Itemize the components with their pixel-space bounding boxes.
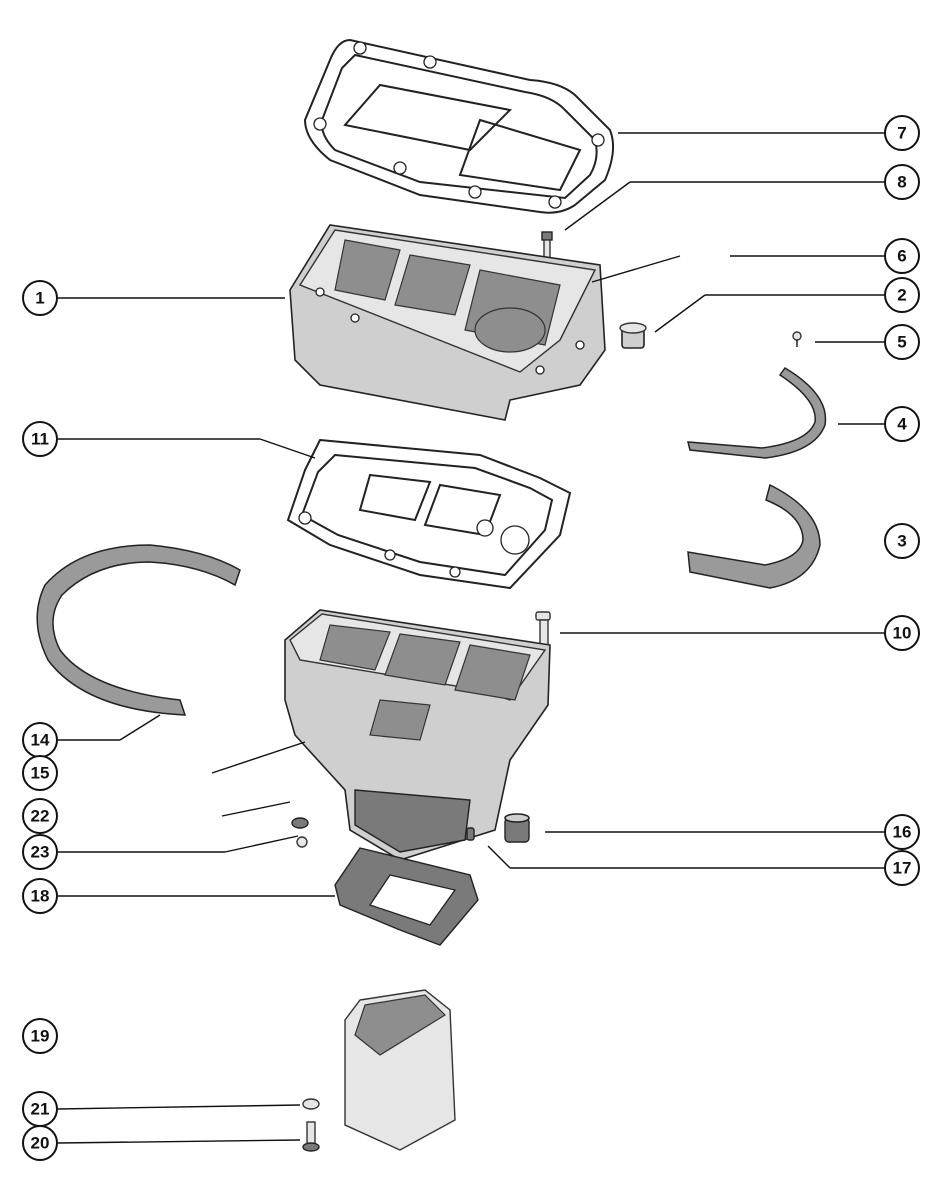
screw-part-8 <box>541 231 553 261</box>
housing-upper-part-1 <box>289 224 606 421</box>
callout-2: 2 <box>884 277 920 313</box>
callout-label: 23 <box>31 843 50 862</box>
seal-strip-part-4 <box>687 367 827 459</box>
callout-label: 17 <box>893 859 912 878</box>
callout-label: 20 <box>31 1134 50 1153</box>
callout-label: 2 <box>897 286 906 305</box>
callout-label: 15 <box>31 764 50 783</box>
callout-label: 16 <box>893 823 912 842</box>
callout-5: 5 <box>884 324 920 360</box>
callout-label: 6 <box>897 247 906 266</box>
reed-block-part-19 <box>344 989 456 1151</box>
callout-label: 14 <box>31 731 50 750</box>
callout-21: 21 <box>22 1091 58 1127</box>
callout-6: 6 <box>884 238 920 274</box>
callout-15: 15 <box>22 755 58 791</box>
pin-part-5 <box>792 331 802 347</box>
gasket-top <box>303 38 615 214</box>
callout-label: 18 <box>31 887 50 906</box>
callout-1: 1 <box>22 280 58 316</box>
callout-10: 10 <box>884 615 920 651</box>
housing-lower-part-15 <box>284 609 551 861</box>
callout-18: 18 <box>22 878 58 914</box>
callout-label: 4 <box>897 415 907 434</box>
callout-label: 3 <box>897 532 906 551</box>
callout-label: 1 <box>35 289 44 308</box>
callout-14: 14 <box>22 722 58 758</box>
callout-4: 4 <box>884 406 920 442</box>
callout-3: 3 <box>884 523 920 559</box>
callout-label: 11 <box>31 430 49 449</box>
callout-19: 19 <box>22 1018 58 1054</box>
nut-part-22 <box>291 817 309 829</box>
callout-label: 19 <box>31 1027 50 1046</box>
callout-label: 7 <box>897 124 906 143</box>
callout-23: 23 <box>22 834 58 870</box>
callout-label: 21 <box>31 1100 50 1119</box>
washer-part-23 <box>296 836 308 848</box>
fitting-part-2 <box>619 322 647 349</box>
seal-curved-part-3 <box>687 483 821 589</box>
callout-8: 8 <box>884 164 920 200</box>
callout-20: 20 <box>22 1125 58 1161</box>
screw-part-20 <box>302 1121 320 1152</box>
callout-label: 8 <box>897 173 906 192</box>
washer-part-21 <box>302 1098 320 1110</box>
callout-label: 5 <box>897 333 906 352</box>
bolt-part-10 <box>535 611 551 647</box>
callout-label: 22 <box>31 807 50 826</box>
leader-lines <box>57 132 885 1144</box>
callout-11: 11 <box>22 421 58 457</box>
callout-22: 22 <box>22 798 58 834</box>
seal-large-part-14 <box>36 544 241 716</box>
plug-part-17 <box>466 827 475 841</box>
callout-16: 16 <box>884 814 920 850</box>
gasket-middle-part-11 <box>286 438 572 590</box>
callout-17: 17 <box>884 850 920 886</box>
callout-7: 7 <box>884 115 920 151</box>
plate-part-18 <box>334 847 479 946</box>
callout-label: 10 <box>893 624 912 643</box>
bushing-part-16 <box>504 813 530 843</box>
